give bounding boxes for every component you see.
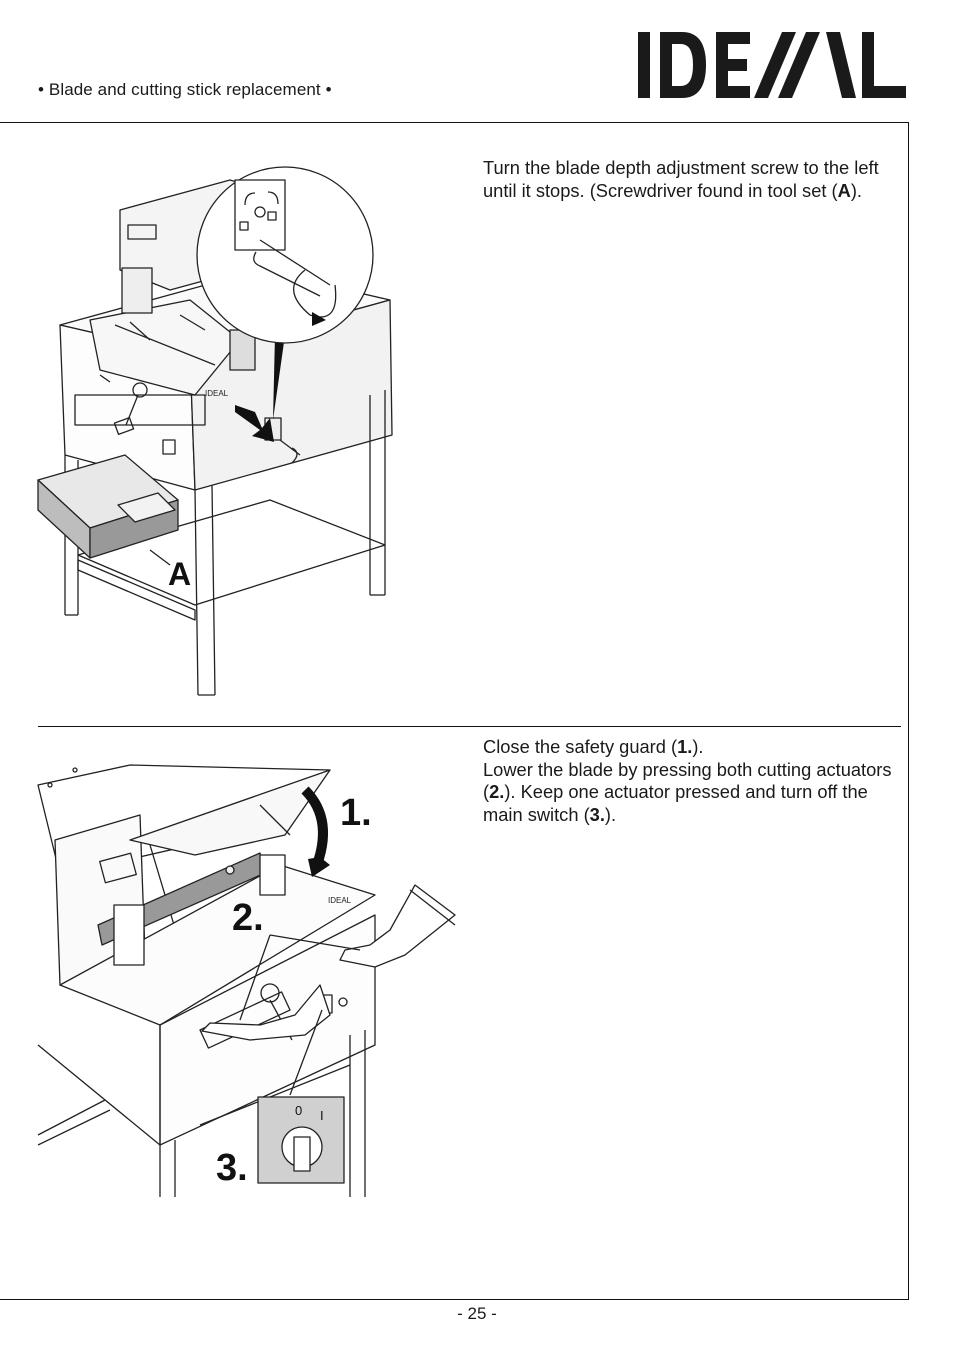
step-2-line-2: Lower the blade by pressing both cutting…: [483, 758, 892, 825]
callout-a: A: [168, 556, 191, 592]
section-title: • Blade and cutting stick replacement •: [38, 80, 332, 99]
top-rule: [0, 122, 909, 123]
svg-text:IDEAL: IDEAL: [205, 389, 229, 398]
ideal-logo: [638, 32, 906, 98]
section-divider: [38, 726, 901, 727]
callout-1: 1.: [340, 792, 372, 834]
right-rule: [908, 122, 909, 1300]
step-2-text: Close the safety guard (1.). Lower the b…: [483, 736, 898, 826]
callout-3: 3.: [216, 1147, 248, 1189]
switch-label-on: I: [320, 1108, 324, 1123]
callout-2: 2.: [232, 897, 264, 939]
switch-label-off: 0: [295, 1103, 302, 1118]
blade-depth-screw-illustration: IDEAL: [37, 166, 393, 696]
safety-guard-actuators-illustration: IDEAL: [37, 764, 456, 1197]
svg-text:IDEAL: IDEAL: [328, 896, 352, 905]
step-1-text: Turn the blade depth adjustment screw to…: [483, 157, 879, 201]
page-number: - 25 -: [457, 1304, 497, 1323]
bottom-rule: [0, 1299, 909, 1300]
step-2-line-1: Close the safety guard (1.).: [483, 736, 704, 757]
